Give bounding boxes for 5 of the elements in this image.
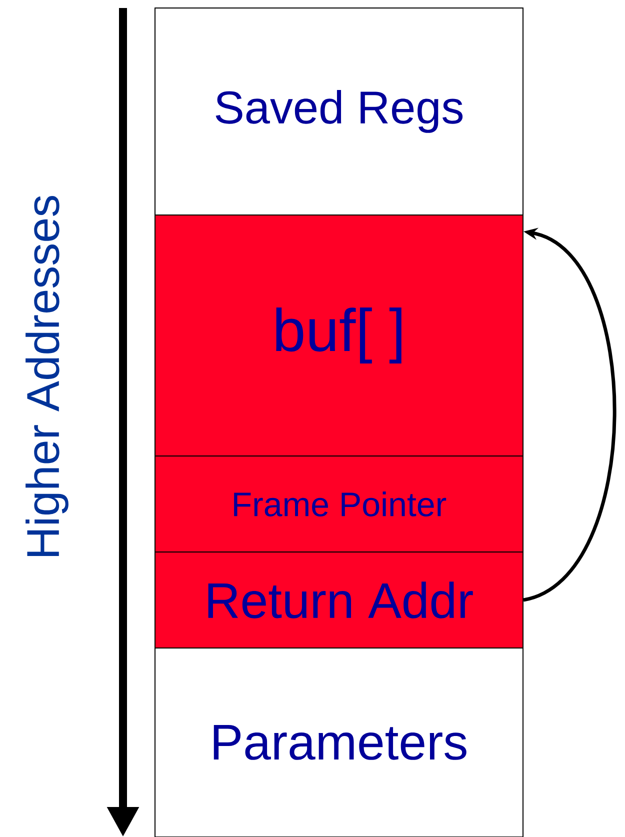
memory-block: Frame Pointer: [154, 456, 524, 552]
memory-block: Parameters: [154, 648, 524, 837]
axis-label: Higher Addresses: [26, 196, 68, 556]
memory-block: Saved Regs: [154, 8, 524, 216]
memory-block: Return Addr: [154, 552, 524, 648]
